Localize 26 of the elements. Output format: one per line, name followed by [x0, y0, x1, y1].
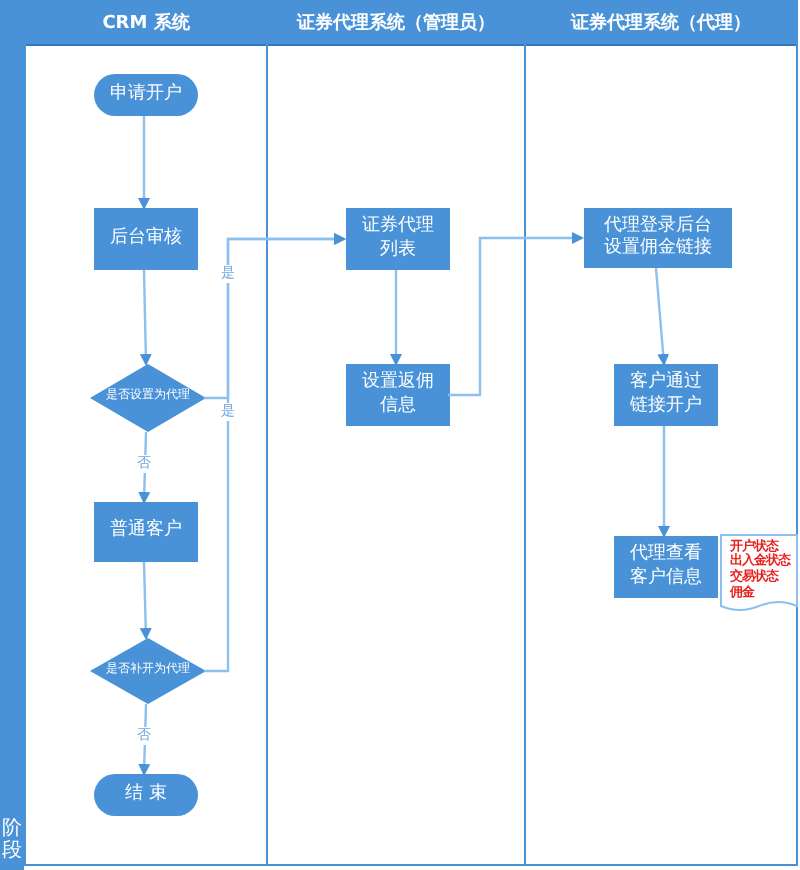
lane-header: CRM 系统 — [102, 10, 190, 35]
arrow — [204, 233, 346, 673]
arrow — [138, 116, 150, 210]
arrow — [139, 269, 152, 366]
arrow — [390, 270, 402, 366]
process-box: 普通客户 — [94, 502, 198, 562]
terminal-box: 结 束 — [94, 774, 198, 816]
process-box: 代理登录后台设置佣金链接 — [584, 208, 732, 268]
swimlane — [266, 0, 526, 866]
process-box: 证券代理列表 — [346, 208, 450, 270]
phase-label: 阶段 — [2, 818, 22, 862]
arrow — [448, 232, 584, 397]
terminal-box: 申请开户 — [94, 74, 198, 116]
lane-header: 证券代理系统（代理） — [571, 10, 751, 35]
lane-header: 证券代理系统（管理员） — [297, 10, 495, 35]
swimlane — [524, 0, 798, 866]
process-box: 客户通过链接开户 — [614, 364, 718, 426]
swimlane — [24, 0, 268, 866]
arrow — [658, 426, 670, 538]
arrow — [654, 267, 670, 366]
process-box: 代理查看客户信息 — [614, 536, 718, 598]
process-box: 设置返佣信息 — [346, 364, 450, 426]
arrow — [138, 431, 151, 504]
process-box: 后台审核 — [94, 208, 198, 270]
arrow — [139, 561, 152, 640]
arrow — [138, 703, 151, 776]
